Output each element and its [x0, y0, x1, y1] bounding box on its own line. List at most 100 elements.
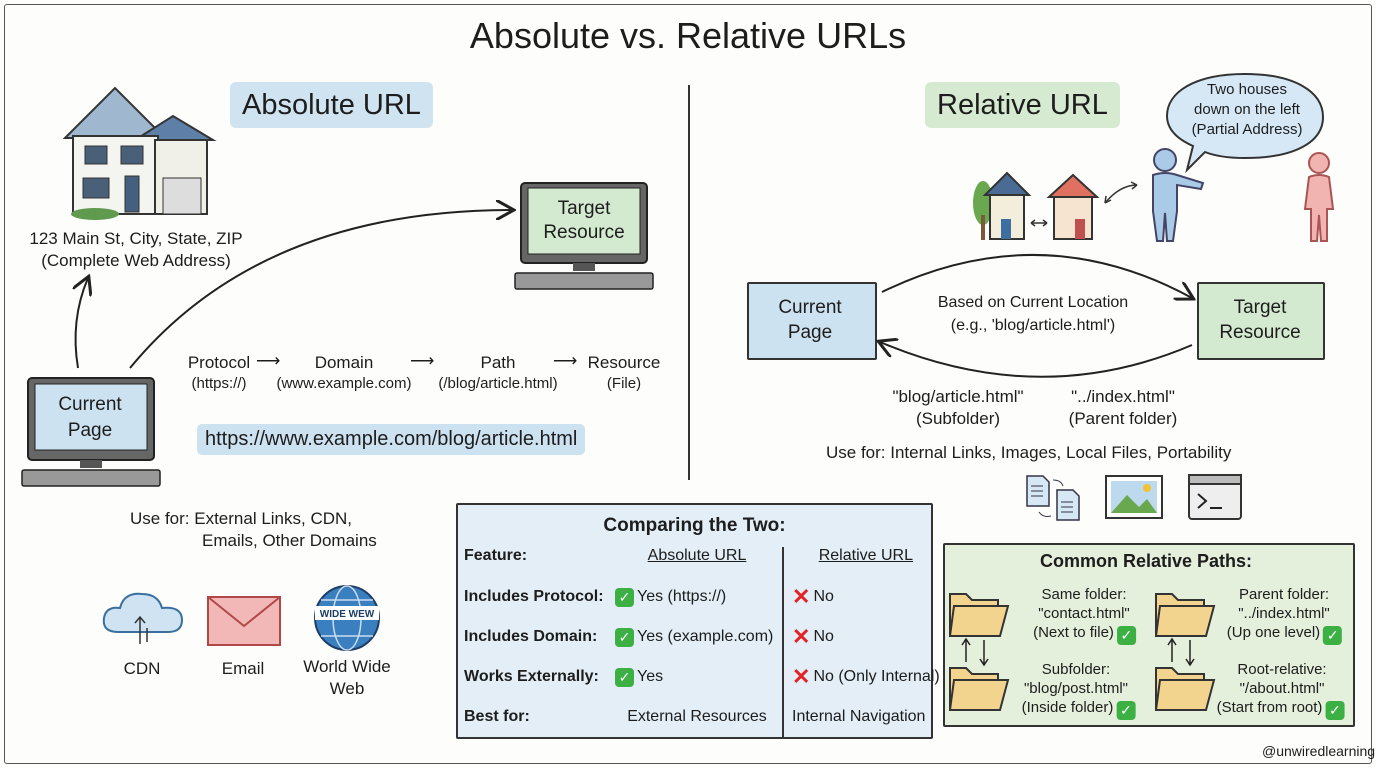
relative-target-label-2: Resource: [1219, 322, 1301, 343]
path-root-desc: (Start from root)✓: [1217, 698, 1348, 720]
example-subfolder-desc: (Subfolder): [915, 409, 1001, 428]
path-root-label: Root-relative:: [1237, 661, 1327, 678]
row-relative: ✕No: [782, 577, 940, 617]
cross-icon: ✕: [792, 664, 811, 689]
divider: [688, 85, 690, 480]
row-feature: Includes Domain:: [464, 628, 598, 645]
files-icon: [1026, 475, 1080, 521]
part-path-example: (/blog/article.html): [438, 375, 558, 392]
envelope-icon: [207, 596, 281, 646]
row-absolute: ✓Yes: [612, 657, 782, 697]
relative-target-resource: [1197, 282, 1325, 360]
path-same-desc: (Next to file)✓: [1033, 623, 1139, 645]
absolute-badge: Absolute URL: [230, 82, 433, 128]
cross-icon: ✕: [792, 624, 811, 649]
absolute-use-for-2: Emails, Other Domains: [202, 531, 377, 550]
person-pink: [1303, 152, 1335, 242]
part-protocol-example: (https://): [191, 375, 247, 392]
example-parent-desc: (Parent folder): [1068, 409, 1178, 428]
comparison-title: Comparing the Two:: [603, 515, 786, 536]
part-domain: Domain: [314, 353, 374, 372]
target-computer-icon: [514, 182, 654, 290]
neighborhood-illustration: [973, 148, 1335, 242]
relative-target-label: Target: [1233, 297, 1287, 318]
url-example: https://www.example.com/blog/article.htm…: [197, 424, 586, 455]
path-sub-path: "blog/post.html": [1023, 680, 1129, 697]
path-sub-label: Subfolder:: [1041, 661, 1111, 678]
www-label-2: Web: [329, 679, 365, 698]
check-icon: ✓: [1325, 701, 1345, 720]
path-parent-path: "../index.html": [1238, 605, 1330, 622]
check-icon: ✓: [615, 627, 634, 647]
comparison-table: Comparing the Two: Feature: Absolute URL…: [456, 503, 940, 739]
globe-icon: WIDE WEW: [314, 585, 380, 651]
relative-current-label: Current: [778, 297, 842, 318]
part-resource: Resource: [587, 353, 661, 372]
house-caption: 123 Main St, City, State, ZIP: [29, 229, 243, 248]
absolute-use-for: Use for: External Links, CDN,: [130, 509, 353, 528]
row-absolute: ✓Yes (https://): [612, 577, 782, 617]
common-paths-box: [943, 543, 1355, 727]
part-protocol: Protocol: [187, 353, 251, 372]
relative-current-label-2: Page: [787, 322, 833, 343]
row-feature: Works Externally:: [464, 668, 599, 685]
path-parent-label: Parent folder:: [1238, 586, 1330, 603]
speech-text: Two houses: [1206, 81, 1288, 98]
path-same-path: "contact.html": [1038, 605, 1130, 622]
cdn-label: CDN: [123, 659, 161, 678]
terminal-icon: [1188, 474, 1242, 520]
header-absolute: Absolute URL: [647, 547, 747, 564]
email-label: Email: [221, 659, 265, 678]
example-subfolder-path: "blog/article.html": [892, 387, 1024, 406]
person-blue: [1152, 148, 1205, 242]
target-label: Target: [557, 198, 611, 219]
relative-current-page: [747, 282, 877, 360]
header-relative: Relative URL: [782, 547, 940, 577]
path-root-path: "/about.html": [1239, 680, 1325, 697]
watermark: @unwiredlearning: [1262, 743, 1376, 759]
part-resource-example: (File): [606, 375, 642, 392]
current-label: Current: [58, 394, 122, 415]
relative-arrows: [0, 253, 1376, 378]
image-icon: [1105, 475, 1163, 519]
row-relative: Internal Navigation: [782, 697, 940, 737]
based-on-example: (e.g., 'blog/article.html'): [950, 317, 1116, 334]
cross-icon: ✕: [792, 584, 811, 609]
part-domain-example: (www.example.com): [276, 375, 412, 392]
page-title: Absolute vs. Relative URLs: [469, 15, 907, 56]
arrow-icon: ⟶: [256, 351, 281, 370]
check-icon: ✓: [1116, 626, 1136, 645]
target-label-2: Resource: [543, 222, 625, 243]
check-icon: ✓: [615, 667, 634, 687]
check-icon: ✓: [1116, 701, 1136, 720]
speech-text-2: down on the left: [1194, 101, 1300, 118]
relative-badge: Relative URL: [925, 82, 1120, 128]
row-feature: Includes Protocol:: [464, 588, 604, 605]
check-icon: ✓: [615, 587, 634, 607]
speech-text-3: (Partial Address): [1191, 121, 1303, 138]
common-paths-title: Common Relative Paths:: [1039, 551, 1253, 571]
relative-use-for: Use for: Internal Links, Images, Local F…: [826, 443, 1232, 462]
house-icon: [62, 86, 217, 220]
path-sub-desc: (Inside folder)✓: [1022, 698, 1139, 720]
row-absolute: External Resources: [627, 708, 767, 725]
path-parent-desc: (Up one level)✓: [1227, 623, 1345, 645]
cloud-icon: [102, 592, 184, 644]
check-icon: ✓: [1323, 626, 1343, 645]
speech-bubble: [1165, 72, 1325, 174]
part-path: Path: [480, 353, 516, 372]
based-on-text: Based on Current Location: [937, 294, 1129, 311]
folders-illustration: [948, 593, 1216, 711]
house-caption-sub: (Complete Web Address): [41, 251, 231, 270]
globe-text: WIDE WEW: [320, 609, 375, 620]
current-computer-icon: [21, 377, 161, 487]
frame: [4, 4, 1372, 764]
row-feature: Best for:: [464, 708, 530, 725]
row-relative: ✕No (Only Internal): [782, 657, 940, 697]
current-label-2: Page: [67, 420, 113, 441]
header-feature: Feature:: [464, 547, 528, 564]
path-same-label: Same folder:: [1041, 586, 1127, 603]
example-parent-path: "../index.html": [1071, 387, 1175, 406]
row-relative: ✕No: [782, 617, 940, 657]
arrows: [0, 0, 700, 369]
